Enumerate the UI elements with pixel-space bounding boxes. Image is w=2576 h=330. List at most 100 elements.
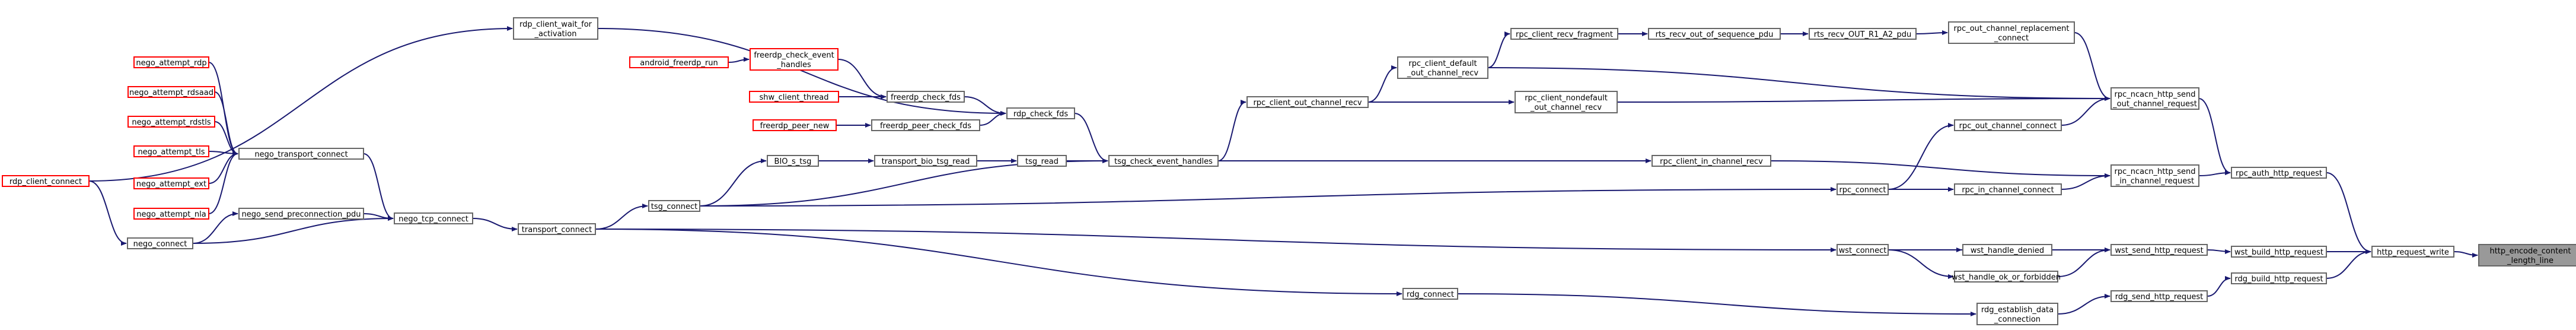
node-box [133,177,209,189]
node-label-line: tsg_check_event_handles [1114,157,1213,166]
edge-tsg-connect-to-bio-s-tsg [699,158,767,207]
node-box [1809,28,1917,40]
node-box [238,208,364,220]
node-rpc-client-out-channel-recv[interactable]: rpc_client_out_channel_recv [1246,96,1369,108]
node-label-line: _activation [534,30,577,39]
node-box [1954,271,2058,283]
edge-rpc-ncacn-http-send-out-channel-request-to-rpc-auth-http-request [2198,98,2231,175]
node-rpc-ncacn-http-send-in-channel-request[interactable]: rpc_ncacn_http_send_in_channel_request [2110,164,2199,187]
node-label-line: rdp_check_fds [1013,110,1069,119]
node-freerdp-peer-check-fds[interactable]: freerdp_peer_check_fds [871,119,980,131]
node-rpc-client-default-out-channel-recv[interactable]: rpc_client_default_out_channel_recv [1397,56,1488,79]
node-rdg-establish-data-connection[interactable]: rdg_establish_data_connection [1976,303,2058,325]
edge-rdp-client-wait-for-activation-to-rdp-check-fds [597,28,1006,116]
node-rdp-client-wait-for-activation[interactable]: rdp_client_wait_for_activation [513,17,598,40]
node-label-line: rts_recv_out_of_sequence_pdu [1656,30,1774,39]
node-label-line: BIO_s_tsg [774,157,812,166]
node-label-line: nego_send_preconnection_pdu [242,210,361,219]
node-nego-attempt-tls[interactable]: nego_attempt_tls [133,145,209,157]
node-label-line: android_freerdp_run [640,59,718,68]
node-nego-send-preconnection-pdu[interactable]: nego_send_preconnection_pdu [238,208,364,220]
edge-rpc-client-nondefault-out-channel-recv-to-rpc-ncacn-http-send-out-channel-request [1617,96,2110,103]
edge-wst-send-http-request-to-wst-build-http-request [2207,249,2231,254]
node-rpc-auth-http-request[interactable]: rpc_auth_http_request [2231,167,2327,179]
node-box [1648,28,1781,40]
node-box [1402,288,1458,300]
node-wst-send-http-request[interactable]: wst_send_http_request [2110,244,2208,256]
node-transport-connect[interactable]: transport_connect [518,223,596,235]
edge-nego-connect-to-nego-tcp-connect [192,216,394,244]
node-nego-attempt-rdsaad[interactable]: nego_attempt_rdsaad [127,86,215,98]
node-box [133,56,209,68]
node-rpc-in-channel-connect[interactable]: rpc_in_channel_connect [1954,183,2062,195]
edge-rpc-ncacn-http-send-in-channel-request-to-rpc-auth-http-request [2198,170,2231,176]
node-nego-attempt-rdp[interactable]: nego_attempt_rdp [133,56,209,68]
node-label-line: _handles [776,61,811,69]
edge-tsg-check-event-handles-to-rpc-client-out-channel-recv [1217,100,1246,161]
node-tsg-connect[interactable]: tsg_connect [648,200,700,212]
node-rts-recv-out-of-sequence-pdu[interactable]: rts_recv_out_of_sequence_pdu [1648,28,1781,40]
node-wst-connect[interactable]: wst_connect [1837,244,1889,256]
node-label-line: rpc_ncacn_http_send [2115,167,2196,176]
node-bio-s-tsg[interactable]: BIO_s_tsg [767,155,819,167]
node-box [2110,290,2208,302]
node-rdp-check-fds[interactable]: rdp_check_fds [1006,107,1075,119]
node-rdp-client-connect[interactable]: rdp_client_connect [2,175,90,187]
node-rpc-out-channel-connect[interactable]: rpc_out_channel_connect [1954,119,2062,131]
node-nego-attempt-ext[interactable]: nego_attempt_ext [133,177,209,189]
node-rpc-client-nondefault-out-channel-recv[interactable]: rpc_client_nondefault_out_channel_recv [1515,91,1618,113]
node-freerdp-check-event-handles[interactable]: freerdp_check_event_handles [750,48,839,71]
node-nego-attempt-nla[interactable]: nego_attempt_nla [133,208,209,220]
node-label-line: rpc_out_channel_connect [1959,122,2057,131]
node-rdg-send-http-request[interactable]: rdg_send_http_request [2110,290,2208,302]
node-box [767,155,819,167]
node-label-line: _out_channel_recv [1530,103,1602,112]
node-label-line: rpc_in_channel_connect [1962,186,2054,195]
node-nego-transport-connect[interactable]: nego_transport_connect [238,148,364,160]
node-wst-handle-ok-or-forbidden[interactable]: wst_handle_ok_or_forbidden [1952,271,2061,283]
node-wst-build-http-request[interactable]: wst_build_http_request [2231,246,2327,258]
node-shw-client-thread[interactable]: shw_client_thread [749,91,839,103]
node-android-freerdp-run[interactable]: android_freerdp_run [629,56,729,68]
edge-rpc-out-channel-replacement-connect-to-rpc-ncacn-http-send-out-channel-request [2074,32,2110,101]
node-label-line: rpc_client_in_channel_recv [1660,157,1763,166]
node-http-encode-content-length-line[interactable]: http_encode_content_length_line [2478,244,2576,266]
node-nego-tcp-connect[interactable]: nego_tcp_connect [394,212,473,224]
edge-tsg-connect-to-tsg-check-event-handles [699,158,1108,207]
node-rts-recv-out-r1-a2-pdu[interactable]: rts_recv_OUT_R1_A2_pdu [1809,28,1917,40]
node-rpc-out-channel-replacement-connect[interactable]: rpc_out_channel_replacement_connect [1948,21,2075,44]
node-http-request-write[interactable]: http_request_write [2371,246,2454,258]
node-freerdp-check-fds[interactable]: freerdp_check_fds [887,91,965,103]
node-freerdp-peer-new[interactable]: freerdp_peer_new [753,119,837,131]
node-label-line: nego_tcp_connect [398,215,468,224]
node-label-line: _out_channel_recv [1407,69,1478,78]
edge-transport-connect-to-rdg-connect [595,229,1402,296]
node-rpc-client-recv-fragment[interactable]: rpc_client_recv_fragment [1510,28,1618,40]
node-nego-connect[interactable]: nego_connect [127,237,193,249]
node-rdg-build-http-request[interactable]: rdg_build_http_request [2231,272,2327,284]
node-label-line: rdg_build_http_request [2234,275,2323,284]
node-rdg-connect[interactable]: rdg_connect [1402,288,1458,300]
node-rpc-connect[interactable]: rpc_connect [1837,183,1889,195]
node-label-line: wst_handle_denied [1971,246,2044,255]
node-tsg-read[interactable]: tsg_read [1017,155,1067,167]
edge-rdp-check-fds-to-tsg-check-event-handles [1074,113,1108,163]
edge-rdg-connect-to-rdg-establish-data-connection [1457,293,1976,316]
node-label-line: transport_connect [522,226,592,234]
node-nego-attempt-rdstls[interactable]: nego_attempt_rdstls [127,116,215,128]
node-label-line: freerdp_check_event [754,51,834,60]
node-rpc-client-in-channel-recv[interactable]: rpc_client_in_channel_recv [1652,155,1771,167]
node-box [518,223,596,235]
node-box [1962,244,2052,256]
node-label-line: wst_handle_ok_or_forbidden [1952,273,2061,282]
edge-transport-connect-to-tsg-connect [595,204,648,230]
node-label-line: rts_recv_OUT_R1_A2_pdu [1814,30,1912,39]
node-tsg-check-event-handles[interactable]: tsg_check_event_handles [1108,155,1219,167]
edge-rpc-out-channel-connect-to-rpc-ncacn-http-send-out-channel-request [2061,96,2110,126]
node-wst-handle-denied[interactable]: wst_handle_denied [1962,244,2052,256]
node-box [1515,91,1618,113]
node-label-line: rpc_auth_http_request [2236,169,2322,178]
node-rpc-ncacn-http-send-out-channel-request[interactable]: rpc_ncacn_http_send_out_channel_request [2110,87,2199,110]
edge-nego-connect-to-nego-send-preconnection-pdu [192,211,238,244]
node-transport-bio-tsg-read[interactable]: transport_bio_tsg_read [874,155,977,167]
